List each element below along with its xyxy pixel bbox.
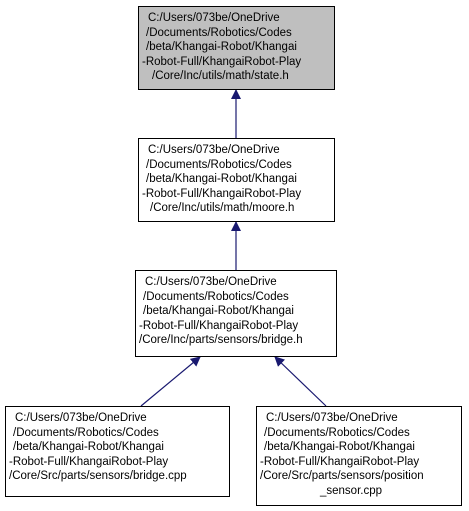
node-line: C:/Users/073be/OneDrive: [148, 12, 280, 24]
node-line: /beta/Khangai-Robot/Khangai: [143, 305, 294, 318]
node-line: /Core/Src/parts/sensors/position: [260, 470, 424, 483]
node-line: /beta/Khangai-Robot/Khangai: [13, 441, 164, 454]
node-line: /Core/Inc/utils/math/moore.h: [150, 202, 295, 215]
node-line: _sensor.cpp: [320, 484, 383, 497]
node-line: /Documents/Robotics/Codes: [146, 158, 292, 171]
node-line: C:/Users/073be/OneDrive: [145, 276, 277, 288]
node-moore-h[interactable]: C:/Users/073be/OneDrive /Documents/Robot…: [138, 138, 335, 222]
node-line: -Robot-Full/KhangaiRobot-Play: [142, 55, 302, 68]
node-line: /Core/Src/parts/sensors/bridge.cpp: [9, 470, 187, 483]
node-line: C:/Users/073be/OneDrive: [15, 412, 147, 424]
node-line: -Robot-Full/KhangaiRobot-Play: [9, 455, 169, 468]
node-bridge-cpp[interactable]: C:/Users/073be/OneDrive /Documents/Robot…: [5, 406, 230, 497]
node-position-sensor-cpp[interactable]: C:/Users/073be/OneDrive /Documents/Robot…: [256, 406, 462, 506]
node-line: /beta/Khangai-Robot/Khangai: [264, 441, 415, 454]
node-line: /beta/Khangai-Robot/Khangai: [146, 173, 297, 186]
node-line: /Documents/Robotics/Codes: [143, 290, 289, 303]
node-line: C:/Users/073be/OneDrive: [148, 144, 280, 156]
node-state-h[interactable]: C:/Users/073be/OneDrive /Documents/Robot…: [138, 6, 335, 90]
node-line: /Core/Inc/utils/math/state.h: [152, 70, 289, 83]
node-line: /Documents/Robotics/Codes: [146, 26, 292, 39]
node-line: /Core/Inc/parts/sensors/bridge.h: [139, 334, 303, 347]
node-line: /Documents/Robotics/Codes: [13, 426, 159, 439]
node-line: /Documents/Robotics/Codes: [264, 426, 410, 439]
edge-bridge-cpp-to-bridge-h: [140, 356, 201, 407]
node-line: -Robot-Full/KhangaiRobot-Play: [260, 455, 420, 468]
node-line: /beta/Khangai-Robot/Khangai: [146, 41, 297, 54]
node-line: C:/Users/073be/OneDrive: [266, 412, 398, 424]
node-line: -Robot-Full/KhangaiRobot-Play: [139, 319, 299, 332]
node-line: -Robot-Full/KhangaiRobot-Play: [142, 187, 302, 200]
edge-position-sensor-cpp-to-bridge-h: [274, 356, 327, 407]
node-bridge-h[interactable]: C:/Users/073be/OneDrive /Documents/Robot…: [135, 270, 337, 357]
